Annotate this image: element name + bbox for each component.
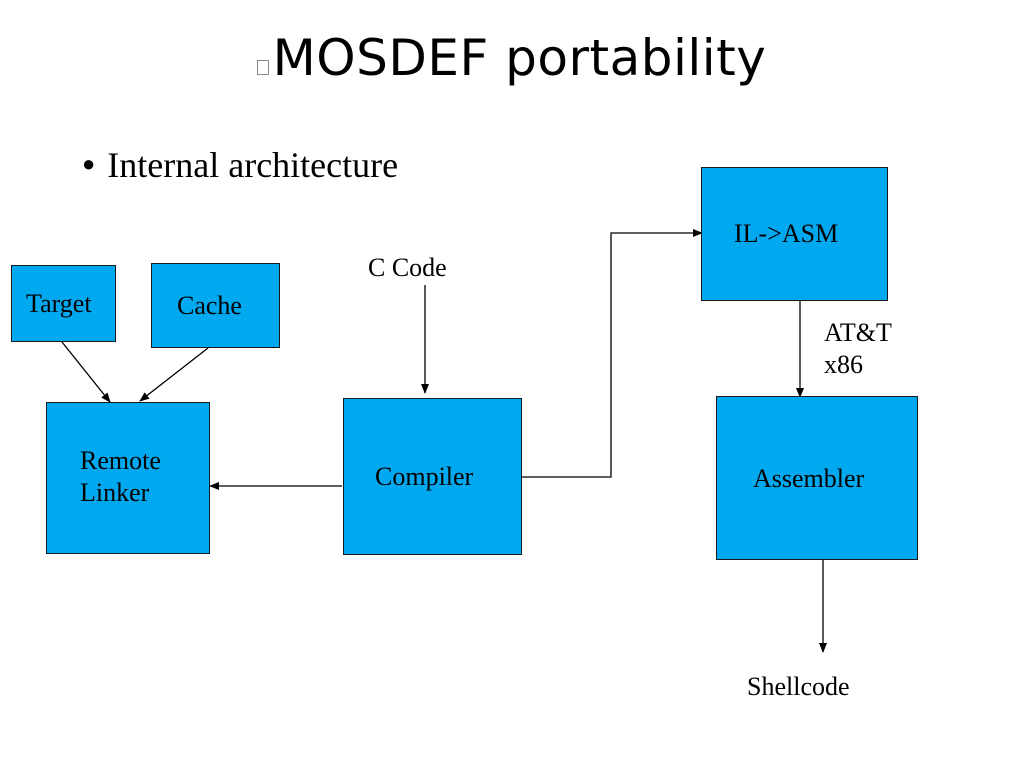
assembler-box-label: Assembler (753, 464, 865, 493)
bullet-item: ● Internal architecture (82, 142, 398, 187)
remote-linker-box: Remote Linker (46, 402, 210, 554)
target-box-label: Target (26, 289, 92, 318)
slide-title: MOSDEF portability (0, 28, 1023, 88)
shellcode-label: Shellcode (747, 672, 850, 701)
arrow-target-to-linker (61, 341, 111, 403)
il-asm-box: IL->ASM (701, 167, 888, 301)
compiler-box-label: Compiler (375, 462, 474, 491)
remote-linker-box-label: Remote Linker (80, 446, 161, 507)
arrow-compiler-to-il-asm (522, 229, 703, 478)
target-box: Target (11, 265, 116, 342)
missing-glyph-icon (256, 60, 269, 75)
il-asm-box-label: IL->ASM (734, 219, 839, 248)
cache-box-label: Cache (177, 291, 242, 320)
att-x86-label: AT&T x86 (824, 318, 892, 379)
arrow-cache-to-linker (139, 347, 209, 402)
bullet-dot-icon: ● (82, 151, 96, 176)
cache-box: Cache (151, 263, 280, 348)
slide-title-text: MOSDEF portability (272, 29, 767, 87)
bullet-text: Internal architecture (107, 145, 399, 185)
compiler-box: Compiler (343, 398, 522, 555)
c-code-label: C Code (368, 253, 447, 282)
assembler-box: Assembler (716, 396, 918, 560)
